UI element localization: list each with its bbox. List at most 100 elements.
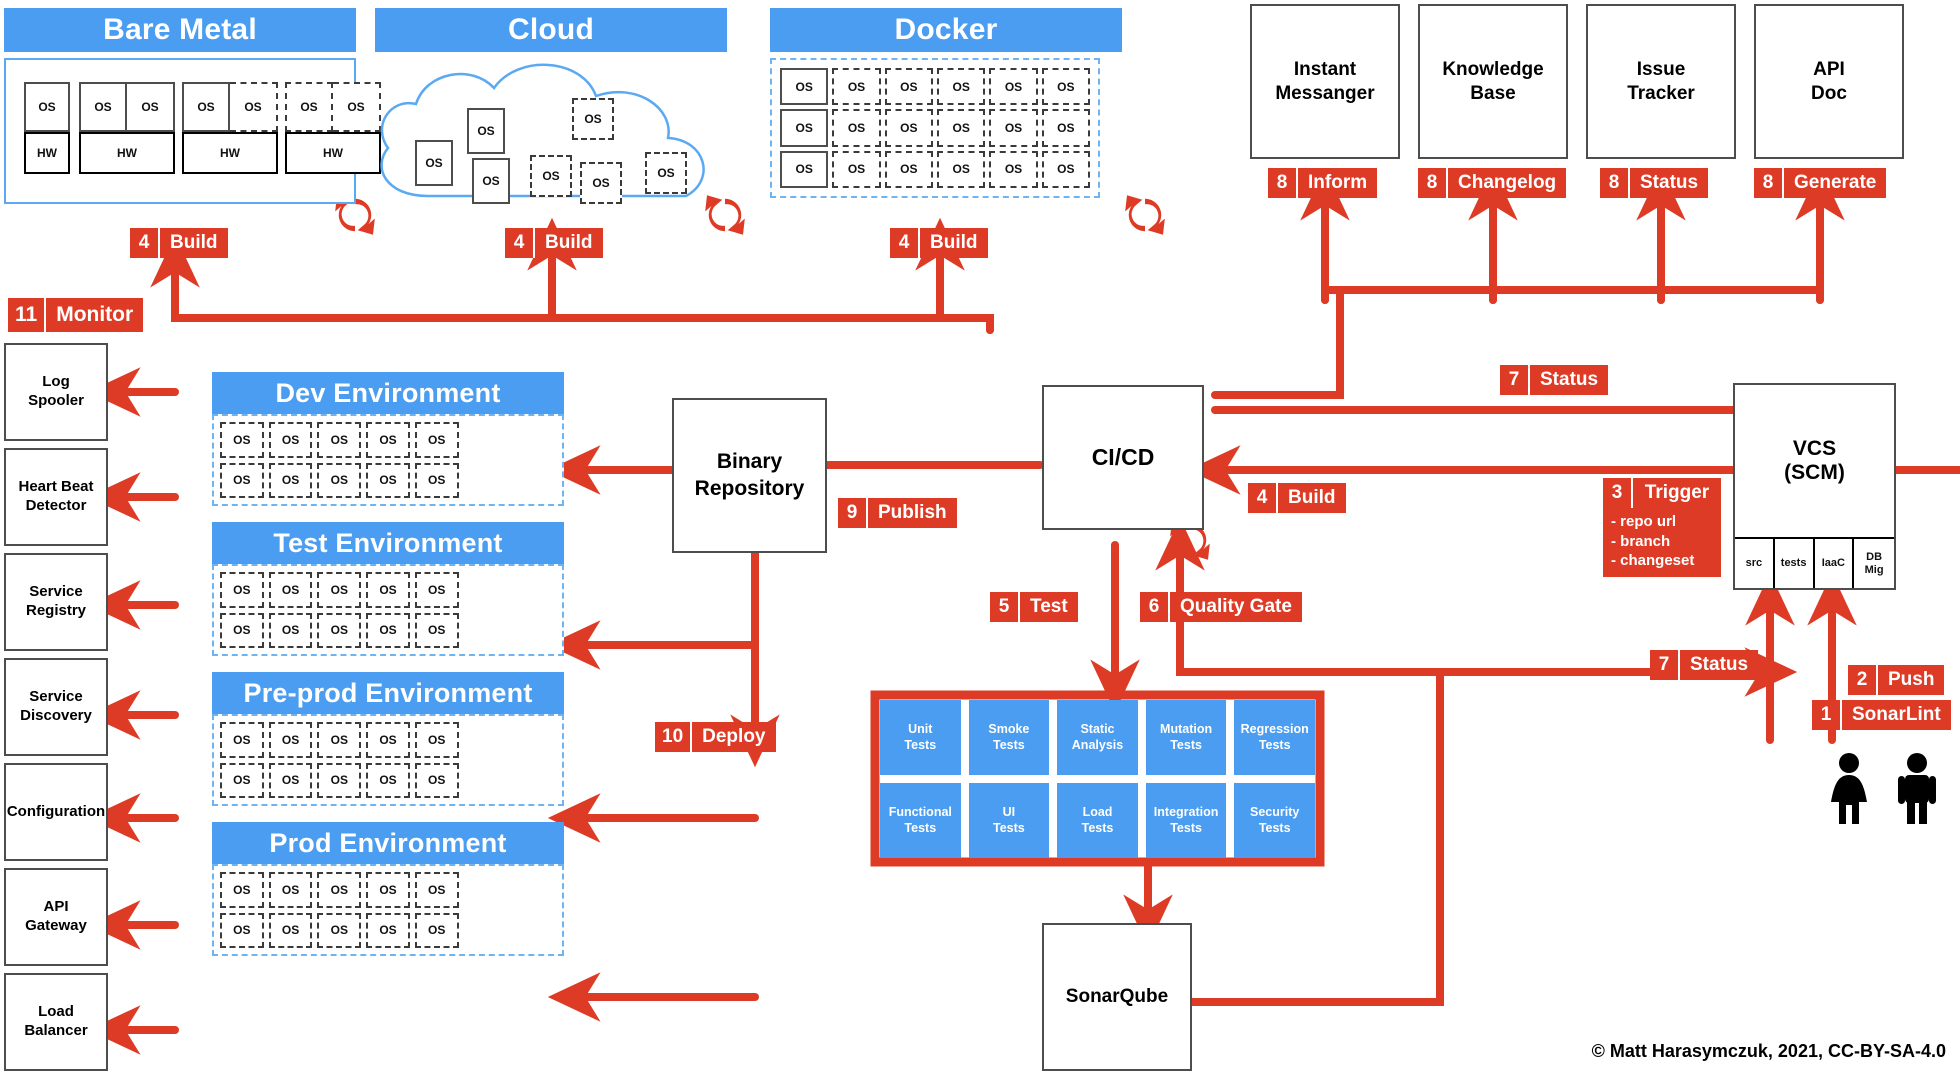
hw-box: HW	[24, 132, 70, 174]
empty-slot	[512, 913, 556, 949]
sidebar-service-1[interactable]: Heart Beat Detector	[4, 448, 108, 546]
empty-slot	[512, 872, 556, 908]
os-box-dashed: OS	[366, 572, 410, 608]
badge-status-bottom[interactable]: 7 Status	[1650, 650, 1759, 680]
sidebar-service-4[interactable]: Configuration	[4, 763, 108, 861]
test-tile-2[interactable]: Static Analysis	[1057, 700, 1138, 775]
integration-box-api-doc[interactable]: API Doc	[1754, 4, 1904, 159]
badge-sonarlint[interactable]: 1 SonarLint	[1812, 700, 1951, 730]
test-tile-1[interactable]: Smoke Tests	[968, 700, 1050, 775]
integration-box-knowledge-base[interactable]: Knowledge Base	[1418, 4, 1568, 159]
os-box-dashed: OS	[832, 150, 881, 188]
os-box-dashed: OS	[268, 462, 313, 498]
badge-number: 6	[1140, 592, 1170, 622]
os-box-dashed: OS	[1041, 150, 1090, 188]
os-box: OS	[79, 82, 127, 132]
os-box-dashed: OS	[220, 612, 264, 648]
badge-trigger[interactable]: 3 Trigger	[1603, 478, 1721, 508]
os-box: OS	[182, 82, 230, 132]
badge-generate[interactable]: 8 Generate	[1754, 168, 1887, 198]
badge-quality-gate[interactable]: 6 Quality Gate	[1140, 592, 1302, 622]
badge-number: 8	[1268, 168, 1298, 198]
badge-test[interactable]: 5 Test	[990, 592, 1078, 622]
badge-label: Generate	[1784, 168, 1887, 198]
os-box-dashed: OS	[230, 82, 278, 132]
sonarqube-box[interactable]: SonarQube	[1042, 923, 1192, 1071]
vcs-cell-2[interactable]: IaaC	[1814, 539, 1855, 588]
integration-box-issue-tracker[interactable]: Issue Tracker	[1586, 4, 1736, 159]
sidebar-service-2[interactable]: Service Registry	[4, 553, 108, 651]
badge-build-cicd[interactable]: 4 Build	[1248, 483, 1346, 513]
badge-monitor[interactable]: 11 Monitor	[8, 298, 144, 332]
cicd-box[interactable]: CI/CD	[1042, 385, 1204, 530]
test-tile-6[interactable]: UI Tests	[968, 783, 1050, 858]
badge-label: Build	[920, 228, 988, 258]
test-tile-5[interactable]: Functional Tests	[880, 783, 961, 858]
vcs-cell-3[interactable]: DB Mig	[1854, 539, 1894, 588]
integration-box-instant-messanger[interactable]: Instant Messanger	[1250, 4, 1400, 159]
os-box-dashed: OS	[220, 422, 264, 458]
empty-slot	[464, 422, 508, 458]
badge-number: 9	[838, 498, 868, 528]
empty-slot	[512, 722, 556, 758]
sidebar-service-6[interactable]: Load Balancer	[4, 973, 108, 1071]
test-tile-4[interactable]: Regression Tests	[1234, 700, 1315, 775]
os-box-dashed: OS	[884, 109, 933, 147]
badge-label: Publish	[868, 498, 957, 528]
os-box-dashed: OS	[414, 462, 459, 498]
vcs-cell-0[interactable]: src	[1735, 539, 1775, 588]
badge-label: Build	[1278, 483, 1346, 513]
os-box-dashed: OS	[572, 98, 614, 140]
os-box-dashed: OS	[366, 462, 410, 498]
badge-push[interactable]: 2 Push	[1848, 665, 1945, 695]
cloud-shape	[368, 56, 738, 206]
hw-box: HW	[285, 132, 381, 174]
os-box-dashed: OS	[645, 152, 687, 194]
test-tile-9[interactable]: Security Tests	[1234, 783, 1315, 858]
badge-build-docker[interactable]: 4 Build	[890, 228, 988, 258]
badge-number: 5	[990, 592, 1020, 622]
badge-trigger-group[interactable]: 3 Trigger - repo url - branch - changese…	[1603, 478, 1721, 577]
os-box-dashed: OS	[317, 462, 362, 498]
os-box-dashed: OS	[220, 872, 264, 908]
badge-number: 4	[505, 228, 535, 258]
badge-number: 11	[8, 298, 47, 332]
empty-slot	[512, 613, 556, 649]
test-tile-0[interactable]: Unit Tests	[880, 700, 961, 775]
badge-inform[interactable]: 8 Inform	[1268, 168, 1378, 198]
badge-publish[interactable]: 9 Publish	[838, 498, 957, 528]
os-box-dashed: OS	[884, 150, 933, 188]
vcs-cell-1[interactable]: tests	[1774, 539, 1815, 588]
badge-number: 4	[890, 228, 920, 258]
os-box: OS	[467, 108, 505, 154]
test-tile-7[interactable]: Load Tests	[1057, 783, 1138, 858]
os-box-dashed: OS	[414, 912, 459, 948]
badge-label: Monitor	[46, 298, 144, 332]
badge-build-bare-metal[interactable]: 4 Build	[130, 228, 228, 258]
test-tile-8[interactable]: Integration Tests	[1145, 783, 1227, 858]
os-box-dashed: OS	[268, 612, 313, 648]
os-box-dashed: OS	[414, 762, 459, 798]
binary-repository-box[interactable]: Binary Repository	[672, 398, 827, 553]
sidebar-service-5[interactable]: API Gateway	[4, 868, 108, 966]
badge-status-issue-tracker[interactable]: 8 Status	[1600, 168, 1709, 198]
os-box-dashed: OS	[220, 912, 264, 948]
badge-changelog[interactable]: 8 Changelog	[1418, 168, 1567, 198]
os-box-dashed: OS	[268, 422, 313, 458]
badge-deploy[interactable]: 10 Deploy	[655, 722, 776, 752]
sidebar-service-0[interactable]: Log Spooler	[4, 343, 108, 441]
sidebar-service-3[interactable]: Service Discovery	[4, 658, 108, 756]
test-tile-3[interactable]: Mutation Tests	[1145, 700, 1227, 775]
os-box-dashed: OS	[333, 82, 381, 132]
badge-status-top[interactable]: 7 Status	[1500, 365, 1609, 395]
badge-build-cloud[interactable]: 4 Build	[505, 228, 603, 258]
copyright-notice: © Matt Harasymczuk, 2021, CC-BY-SA-4.0	[1591, 1041, 1946, 1061]
environment-title: Pre-prod Environment	[212, 672, 564, 714]
badge-label: Build	[535, 228, 603, 258]
